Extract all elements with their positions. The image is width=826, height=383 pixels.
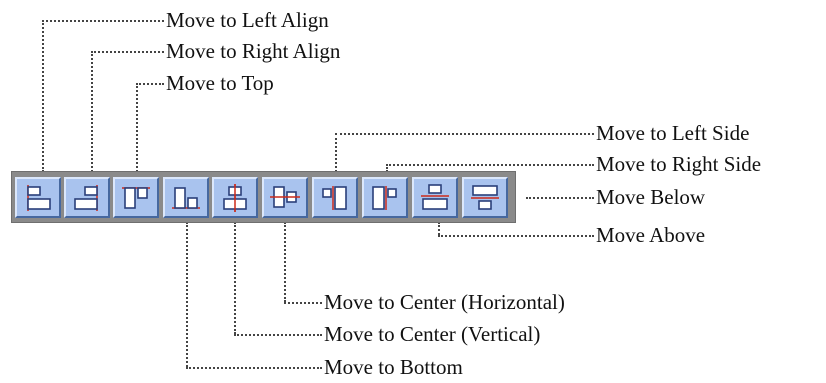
label-move-to-top: Move to Top bbox=[166, 71, 274, 95]
leader-right-side-h bbox=[386, 164, 594, 166]
center-vertical-icon bbox=[223, 184, 247, 212]
move-to-top-button[interactable] bbox=[113, 177, 159, 218]
move-to-bottom-button[interactable] bbox=[163, 177, 209, 218]
align-move-toolbar bbox=[11, 171, 516, 223]
leader-center-horizontal-h bbox=[284, 302, 322, 304]
leader-left-side-h bbox=[335, 133, 594, 135]
align-top-icon bbox=[122, 187, 150, 209]
align-left-icon bbox=[27, 185, 51, 211]
move-to-center-vertical-button[interactable] bbox=[212, 177, 258, 218]
label-move-to-right-align: Move to Right Align bbox=[166, 39, 341, 63]
leader-center-vertical-v bbox=[234, 222, 236, 334]
move-to-center-horizontal-button[interactable] bbox=[262, 177, 308, 218]
leader-above-h bbox=[438, 235, 594, 237]
leader-above-v bbox=[438, 222, 440, 235]
label-move-to-right-side: Move to Right Side bbox=[596, 152, 762, 176]
move-left-side-icon bbox=[322, 186, 347, 210]
label-move-above: Move Above bbox=[596, 223, 706, 247]
label-move-below: Move Below bbox=[596, 185, 706, 209]
move-above-icon bbox=[471, 185, 499, 210]
leader-below-h bbox=[526, 197, 594, 199]
leader-center-vertical-h bbox=[234, 334, 322, 336]
move-below-icon bbox=[421, 184, 449, 210]
move-to-right-side-button[interactable] bbox=[362, 177, 408, 218]
leader-right-side-v bbox=[386, 164, 388, 172]
label-move-to-left-align: Move to Left Align bbox=[166, 8, 329, 32]
label-move-to-left-side: Move to Left Side bbox=[596, 121, 750, 145]
center-horizontal-icon bbox=[270, 186, 300, 208]
leader-bottom-v bbox=[186, 222, 188, 367]
align-bottom-icon bbox=[172, 187, 200, 209]
leader-left-side-v bbox=[335, 133, 337, 172]
move-to-left-align-button[interactable] bbox=[15, 177, 61, 218]
leader-top-v bbox=[136, 83, 138, 172]
leader-right-align-h bbox=[91, 51, 164, 53]
move-to-left-side-button[interactable] bbox=[312, 177, 358, 218]
label-move-to-center-horizontal: Move to Center (Horizontal) bbox=[324, 290, 565, 314]
leader-bottom-h bbox=[186, 367, 322, 369]
leader-left-align-h bbox=[42, 20, 164, 22]
label-move-to-center-vertical: Move to Center (Vertical) bbox=[324, 322, 541, 346]
leader-center-horizontal-v bbox=[284, 222, 286, 302]
move-right-side-icon bbox=[372, 186, 397, 210]
leader-left-align-v bbox=[42, 20, 44, 172]
move-below-button[interactable] bbox=[412, 177, 458, 218]
leader-top-h bbox=[136, 83, 164, 85]
label-move-to-bottom: Move to Bottom bbox=[324, 355, 463, 379]
move-to-right-align-button[interactable] bbox=[64, 177, 110, 218]
leader-right-align-v bbox=[91, 51, 93, 172]
move-above-button[interactable] bbox=[462, 177, 508, 218]
align-right-icon bbox=[74, 185, 98, 211]
